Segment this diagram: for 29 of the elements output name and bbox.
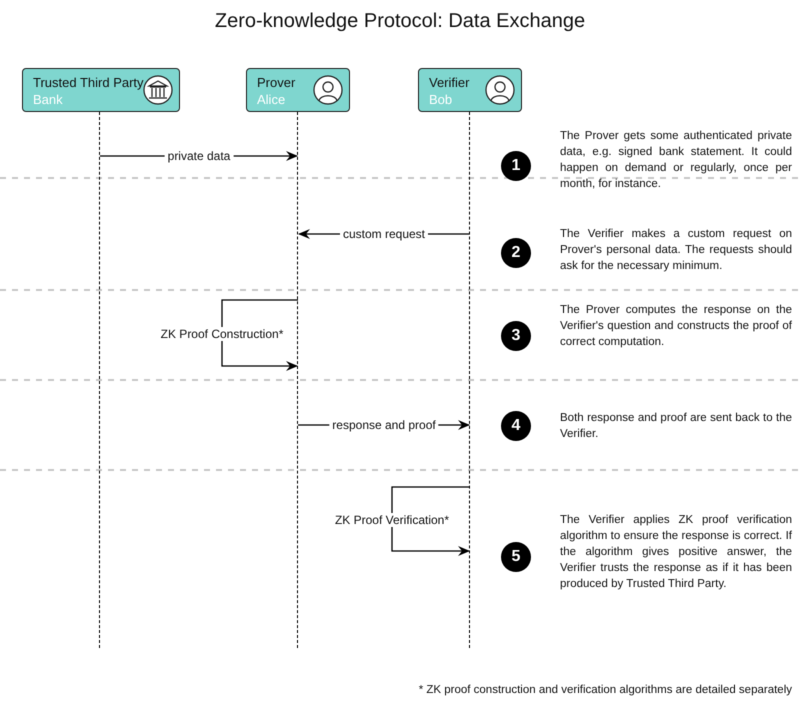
participant-box — [418, 68, 522, 112]
step-number: 5 — [501, 542, 531, 572]
diagram-title: Zero-knowledge Protocol: Data Exchange — [214, 10, 586, 33]
step-description: The Prover gets some authenticated private data, e.g. signed bank statement. It could happen on demand or regularly, once per month, for instance. — [560, 129, 792, 192]
footnote: * ZK proof construction and verification algorithms are detailed separately — [418, 684, 792, 696]
step-number: 2 — [501, 238, 531, 268]
participant-name: Trusted Third Party — [33, 75, 144, 90]
participant-box — [246, 68, 350, 112]
participant-name: Prover — [257, 75, 296, 90]
participant-subtitle: Bank — [33, 92, 63, 107]
participant-subtitle: Bob — [429, 92, 452, 107]
step-number: 1 — [501, 151, 531, 181]
participant-subtitle: Alice — [257, 92, 286, 107]
message-arrow — [221, 299, 298, 371]
step-number: 3 — [501, 321, 531, 351]
lifeline — [297, 112, 298, 648]
step-description: The Verifier applies ZK proof verification algorithm to ensure the response is correct. If the algorithm gives positive answer, the Verifier trusts the response as if it has been produced by Trusted Third Party. — [560, 513, 792, 592]
step-description: The Verifier makes a custom request on Prover's personal data. The requests should ask for the necessary minimum. — [560, 227, 792, 274]
edge-label: private data — [164, 149, 234, 163]
lifeline — [469, 112, 470, 648]
edge-label: custom request — [340, 227, 428, 241]
step-description: Both response and proof are sent back to the Verifier. — [560, 411, 792, 442]
step-description: The Prover computes the response on the Verifier's question and constructs the proof of correct computation. — [560, 303, 792, 350]
participant-name: Verifier — [429, 75, 470, 90]
step-number: 4 — [501, 411, 531, 441]
edge-label: response and proof — [329, 418, 439, 432]
lifeline — [99, 112, 100, 648]
message-arrow — [391, 486, 470, 556]
participant-box — [22, 68, 180, 112]
